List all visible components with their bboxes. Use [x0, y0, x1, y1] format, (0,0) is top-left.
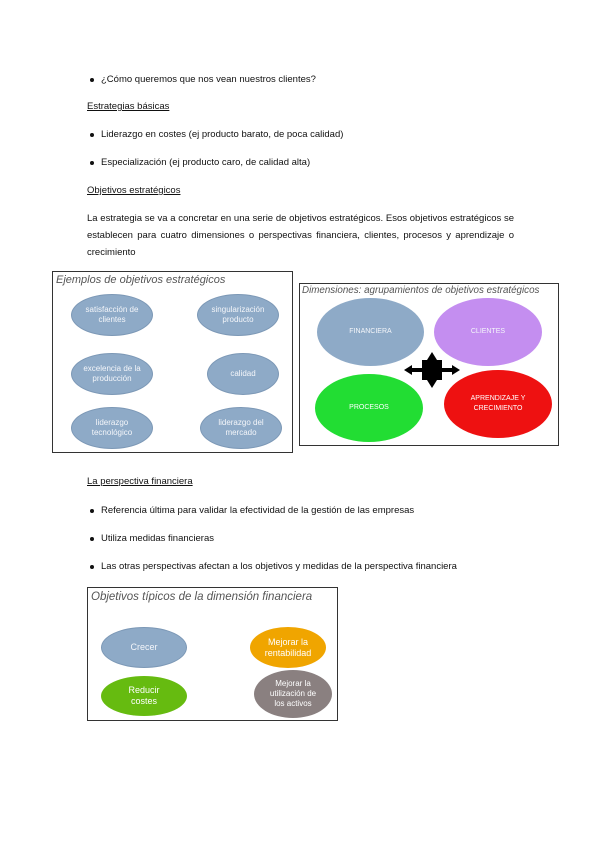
bullet-dot — [90, 78, 94, 82]
bullet-dot — [90, 161, 94, 165]
bullet-dot — [90, 133, 94, 137]
oval-calidad: calidad — [207, 353, 279, 395]
oval-activos: Mejorar la utilización de los activos — [254, 670, 332, 718]
oval-liderazgo-tecnologico: liderazgo tecnológico — [71, 407, 153, 449]
bullet-dot — [90, 537, 94, 541]
panel-title: Dimensiones: agrupamientos de objetivos … — [302, 285, 540, 296]
ejemplos-panel: Ejemplos de objetivos estratégicos satis… — [52, 271, 293, 453]
oval-excelencia: excelencia de la producción — [71, 353, 153, 395]
oval-clientes: CLIENTES — [434, 298, 542, 366]
oval-financiera: FINANCIERA — [317, 298, 424, 366]
section-heading-estrategias: Estrategias básicas — [87, 101, 170, 112]
financiera-panel: Objetivos típicos de la dimensión financ… — [87, 587, 338, 721]
bullet-text: Utiliza medidas financieras — [101, 533, 214, 544]
bullet-dot — [90, 509, 94, 513]
oval-crecer: Crecer — [101, 627, 187, 668]
panel-title: Objetivos típicos de la dimensión financ… — [91, 591, 313, 603]
bullet-text: Especialización (ej producto caro, de ca… — [101, 157, 311, 168]
paragraph: La estrategia se va a concretar en una s… — [87, 213, 514, 258]
bullet-text: Referencia última para validar la efecti… — [101, 505, 415, 516]
section-heading-objetivos: Objetivos estratégicos — [87, 185, 181, 196]
oval-procesos: PROCESOS — [315, 374, 423, 442]
bullet-text: Liderazgo en costes (ej producto barato,… — [101, 129, 344, 140]
oval-singularizacion: singularización producto — [197, 294, 279, 336]
dimensiones-panel: Dimensiones: agrupamientos de objetivos … — [299, 283, 559, 446]
panel-title: Ejemplos de objetivos estratégicos — [56, 274, 226, 286]
four-way-arrow-icon — [404, 352, 460, 388]
oval-aprendizaje: APRENDIZAJE Y CRECIMIENTO — [444, 370, 552, 438]
oval-costes: Reducir costes — [101, 676, 187, 716]
oval-satisfaccion: satisfacción de clientes — [71, 294, 153, 336]
bullet-text: ¿Cómo queremos que nos vean nuestros cli… — [101, 74, 316, 85]
bullet-text: Las otras perspectivas afectan a los obj… — [101, 561, 457, 572]
oval-liderazgo-mercado: liderazgo del mercado — [200, 407, 282, 449]
section-heading-perspectiva: La perspectiva financiera — [87, 476, 193, 487]
bullet-dot — [90, 565, 94, 569]
oval-rentabilidad: Mejorar la rentabilidad — [250, 627, 326, 668]
